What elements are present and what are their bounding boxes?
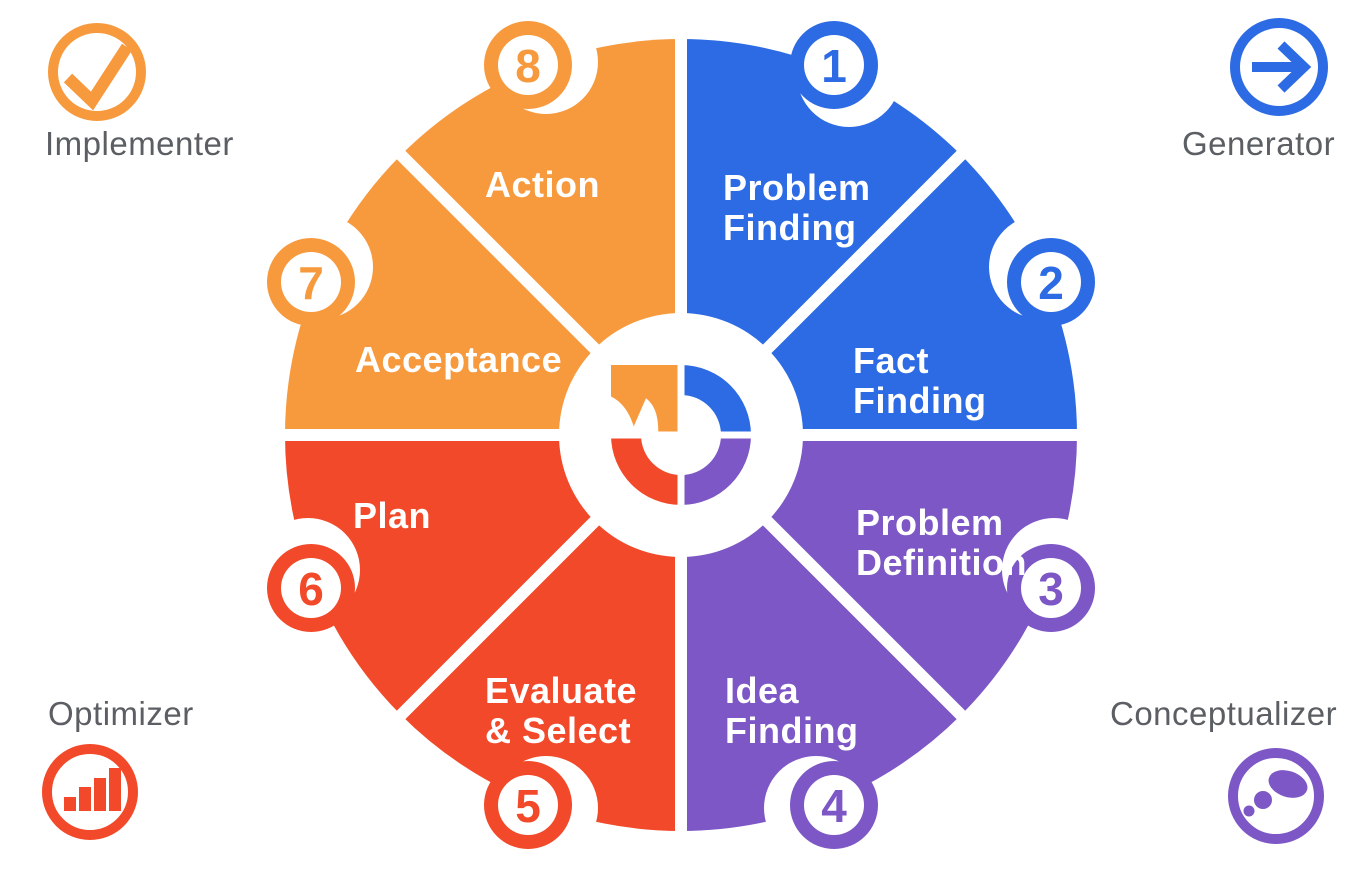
badge-5: 5 xyxy=(484,756,598,860)
check-icon-circle xyxy=(48,23,146,121)
label-problem-definition: Problem Definition xyxy=(856,502,1027,583)
label-acceptance: Acceptance xyxy=(355,339,563,380)
label-fact-finding: Fact Finding xyxy=(853,340,987,421)
logo-arc-red xyxy=(611,435,681,505)
bar-chart-icon xyxy=(64,768,121,811)
logo-arc-blue xyxy=(681,365,751,435)
bar-chart-icon-circle xyxy=(42,744,138,840)
label-implementer: Implementer xyxy=(45,125,234,162)
badge-7: 7 xyxy=(267,215,373,326)
label-conceptualizer: Conceptualizer xyxy=(1110,695,1338,732)
badge-3-face xyxy=(1021,558,1081,618)
badge-5-number: 5 xyxy=(515,780,541,832)
badge-3-number: 3 xyxy=(1038,563,1064,615)
arrow-right-icon xyxy=(1277,41,1312,93)
badge-2-number: 2 xyxy=(1038,257,1064,309)
arrow-right-icon-circle xyxy=(1230,18,1328,116)
implementer-icon-group xyxy=(48,23,146,121)
badge-8-face xyxy=(498,35,558,95)
badge-1-number: 1 xyxy=(821,40,847,92)
step-badges: 1 2 3 4 xyxy=(256,10,1106,860)
badge-2-face xyxy=(1021,252,1081,312)
badge-1-face xyxy=(804,35,864,95)
badge-5-face xyxy=(498,775,558,835)
badge-8-number: 8 xyxy=(515,40,541,92)
label-plan: Plan xyxy=(353,495,432,536)
badge-7-number: 7 xyxy=(298,257,324,309)
label-problem-finding: Problem Finding xyxy=(723,167,871,248)
badge-6-number: 6 xyxy=(298,563,324,615)
badge-4-face xyxy=(804,775,864,835)
check-icon xyxy=(63,43,133,111)
conceptualizer-icon-group xyxy=(1228,748,1324,844)
badge-1: 1 xyxy=(790,21,901,127)
label-generator: Generator xyxy=(1182,125,1336,162)
center-process-logo xyxy=(604,358,758,512)
badge-2: 2 xyxy=(989,215,1095,326)
thought-bubbles-icon-circle xyxy=(1228,748,1324,844)
badge-4-number: 4 xyxy=(821,780,847,832)
logo-divider-cross xyxy=(604,358,758,512)
optimizer-icon-group xyxy=(42,744,138,840)
label-idea-finding: Idea Finding xyxy=(725,670,859,751)
badge-4: 4 xyxy=(764,756,878,860)
badge-3: 3 xyxy=(1002,518,1106,632)
label-optimizer: Optimizer xyxy=(48,695,194,732)
thought-bubbles-icon xyxy=(1243,770,1308,817)
logo-arc-purple xyxy=(681,435,751,505)
badge-7-face xyxy=(281,252,341,312)
logo-arrow-orange xyxy=(611,365,678,432)
badge-8: 8 xyxy=(484,10,598,114)
label-action: Action xyxy=(485,164,600,205)
badge-6: 6 xyxy=(256,518,360,632)
badge-6-face xyxy=(281,558,341,618)
generator-icon-group xyxy=(1230,18,1328,116)
label-evaluate-select: Evaluate & Select xyxy=(485,670,638,751)
